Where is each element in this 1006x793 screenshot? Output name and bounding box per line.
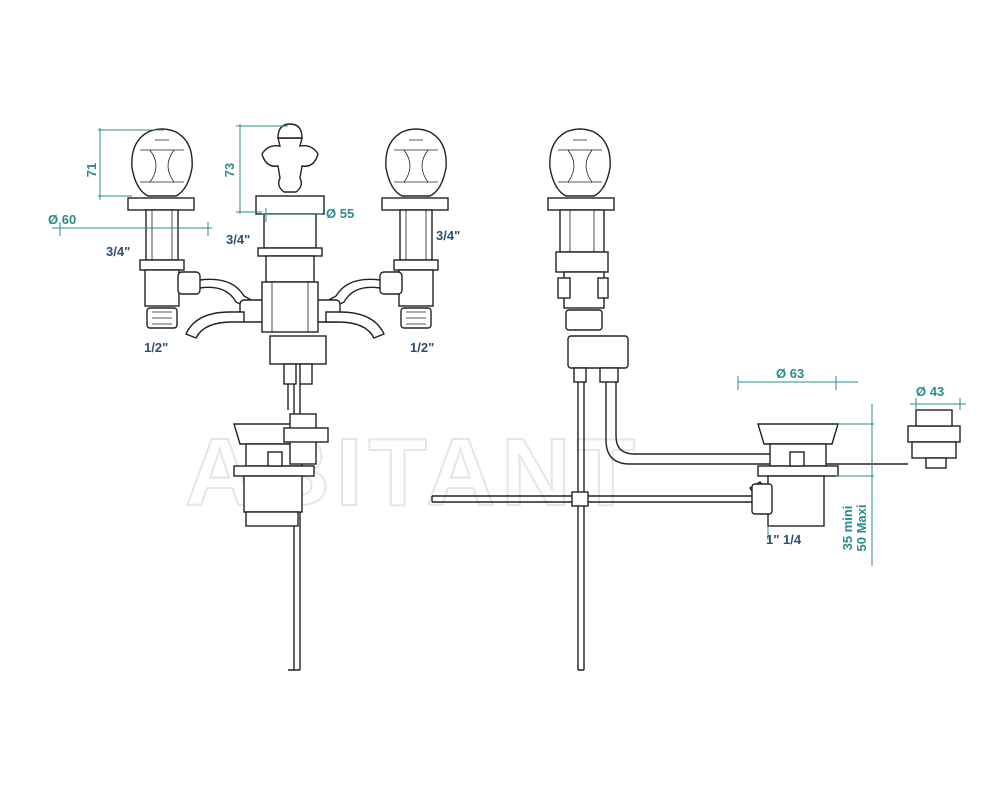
center-spout [255,123,327,385]
right-outlet-thread-label: 1/2" [410,340,434,355]
center-thread-label: 3/4" [226,232,250,247]
waste-diameter-label: Ø 63 [776,366,804,381]
left-valve-thread-label: 3/4" [106,244,130,259]
waste-min-height-label: 35 mini [840,506,855,551]
spout-diameter-label: Ø 55 [326,206,354,221]
left-valve [127,128,195,329]
lever-diameter-label: Ø 43 [916,384,944,399]
right-valve-thread-label: 3/4" [436,228,460,243]
waste-outlet-thread-label: 1" 1/4 [766,532,802,547]
right-valve [381,128,449,329]
connection-pipes [177,271,403,339]
knob-height-label: 71 [84,163,99,177]
side-view: Ø 63 Ø 43 35 mini 50 Maxi 1" 1/4 [431,128,966,671]
side-valve [547,128,629,383]
waste-max-height-label: 50 Maxi [854,505,869,552]
side-dimensions [737,376,966,566]
front-waste [233,384,329,671]
left-knob [131,128,193,197]
right-knob [385,128,447,197]
base-diameter-label: Ø 60 [48,212,76,227]
front-dimensions [52,124,322,236]
left-outlet-thread-label: 1/2" [144,340,168,355]
front-view: 71 73 Ø 60 Ø 55 3/4" 3/4" 3/4" 1/2" 1/2" [48,123,460,671]
right-rosette [381,197,449,211]
side-lever [907,409,961,469]
spout-knob-height-label: 73 [222,163,237,177]
side-waste [751,423,839,527]
left-rosette [127,197,195,211]
spout-handle [261,137,319,193]
